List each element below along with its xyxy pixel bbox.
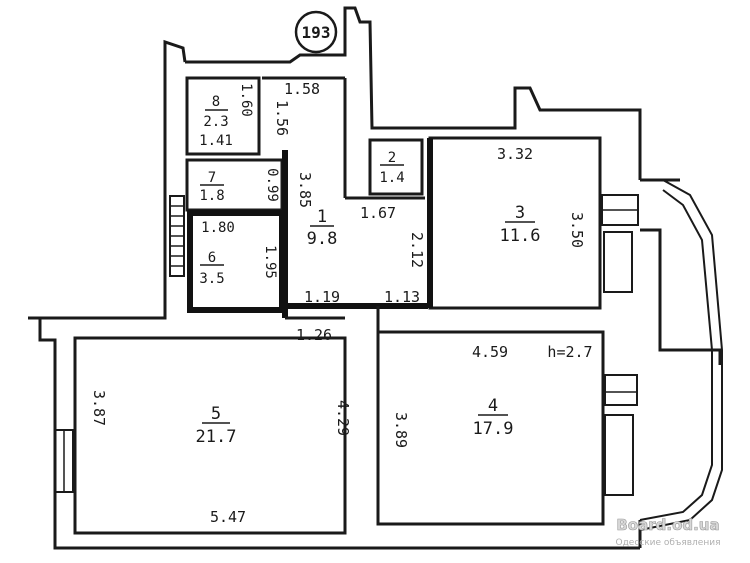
room-5-area: 21.7 — [196, 427, 237, 447]
plan-number-stamp: 193 — [294, 10, 338, 54]
room-7-area: 1.8 — [199, 188, 224, 204]
room-4-number: 4 — [488, 396, 498, 416]
outer-wall-right-lower — [640, 228, 722, 365]
dim-room-8-width: 1.41 — [199, 133, 233, 149]
dim-hall-right: 2.12 — [408, 232, 426, 268]
room-5-number: 5 — [211, 404, 221, 424]
room-labels: 1 9.8 2 1.4 3 11.6 4 17.9 5 21.7 6 3.5 7… — [196, 94, 541, 447]
dim-room-5-height-left: 3.87 — [90, 390, 108, 426]
room-1-number: 1 — [317, 207, 327, 227]
windows — [54, 194, 639, 496]
dim-room-8-height: 1.60 — [238, 83, 254, 117]
dim-room-3-height: 3.50 — [568, 212, 586, 248]
dim-hall-top: 1.58 — [284, 80, 320, 98]
dim-room-4-width: 4.59 — [472, 343, 508, 361]
plan-number: 193 — [302, 23, 331, 42]
outer-walls — [28, 6, 722, 550]
room-8-area: 2.3 — [203, 114, 228, 130]
watermark: Board.od.ua Одесские объявления — [616, 516, 721, 548]
stamp-circle — [294, 10, 338, 54]
outer-wall-top — [185, 6, 642, 180]
room-2-number: 2 — [388, 150, 396, 166]
room-3-number: 3 — [515, 203, 525, 223]
room-2-area: 1.4 — [379, 170, 404, 186]
balcony — [639, 179, 723, 531]
room-3-area: 11.6 — [500, 226, 541, 246]
door-room-3-balcony — [603, 231, 633, 293]
dim-hall-bottom-right: 1.13 — [384, 288, 420, 306]
balcony-inner-line — [639, 189, 713, 521]
dim-hall-bottom-left: 1.19 — [304, 288, 340, 306]
inner-walls — [73, 76, 605, 535]
dim-hall-mid: 1.67 — [360, 204, 396, 222]
outer-wall-left-top — [28, 39, 187, 320]
room-1-area: 9.8 — [307, 229, 338, 249]
dim-room-3-width: 3.32 — [497, 145, 533, 163]
room-6-area: 3.5 — [199, 271, 224, 287]
dimension-labels: 1.58 1.56 3.85 1.41 1.60 0.99 1.80 1.95 … — [90, 80, 593, 526]
room-4-walls — [376, 330, 605, 526]
watermark-main: Board.od.ua — [616, 516, 719, 534]
outer-wall-left — [38, 318, 640, 550]
room-2-walls — [368, 138, 424, 196]
fraction-lines — [200, 109, 535, 424]
dim-room-6-height: 1.95 — [262, 245, 278, 279]
room-8-number: 8 — [212, 94, 220, 110]
dim-room-5-width: 5.47 — [210, 508, 246, 526]
door-room-4-balcony — [604, 414, 634, 496]
window-room-4 — [604, 374, 638, 406]
dim-hall-side-b: 3.85 — [296, 172, 314, 208]
dim-room-4-height: 3.89 — [392, 412, 410, 448]
balcony-outer-line — [639, 179, 723, 531]
room-7-number: 7 — [208, 170, 216, 186]
room-6-number: 6 — [208, 250, 216, 266]
dim-room-7-height: 0.99 — [264, 168, 280, 202]
dim-passage: 1.26 — [296, 326, 332, 344]
room-5-walls — [73, 336, 347, 535]
room-4-area: 17.9 — [473, 419, 514, 439]
room-8-walls — [185, 76, 261, 156]
dim-ceiling-height: h=2.7 — [547, 343, 592, 361]
dim-room-6-width: 1.80 — [201, 220, 235, 236]
dim-hall-side-a: 1.56 — [273, 100, 291, 136]
dim-room-5-height-right: 4.29 — [334, 400, 352, 436]
watermark-sub: Одесские объявления — [616, 538, 721, 548]
